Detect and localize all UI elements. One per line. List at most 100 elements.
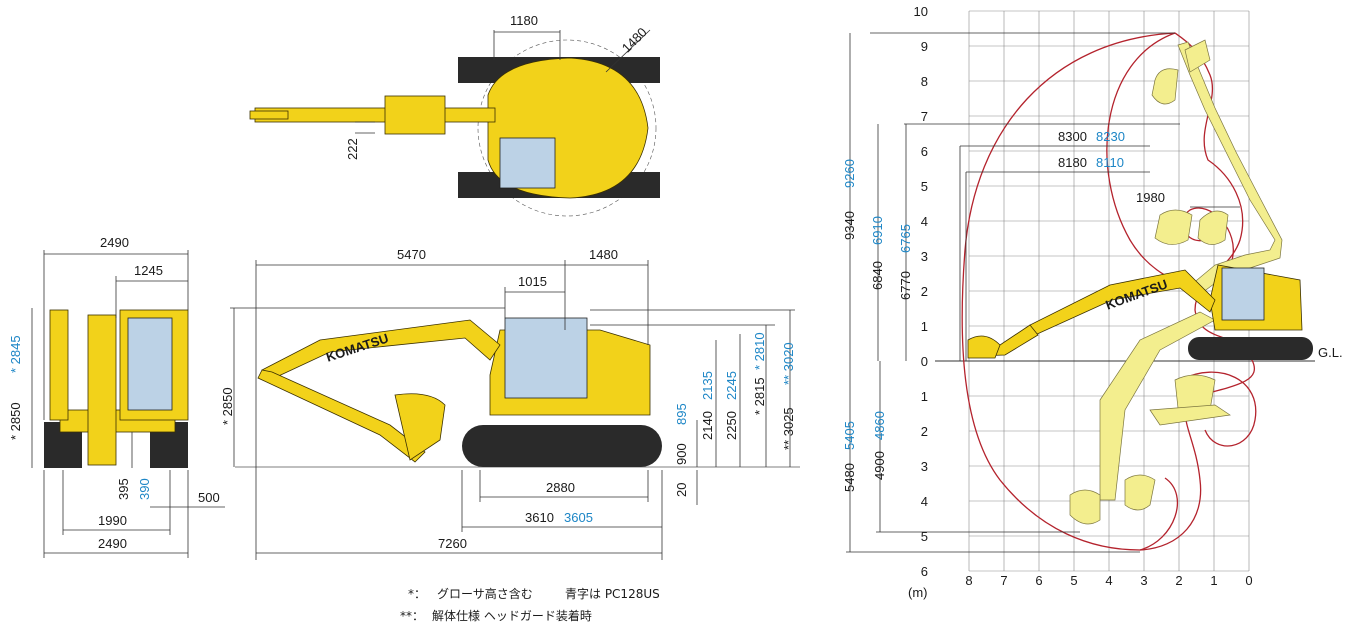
note-1-blue: 青字は PC128US: [565, 586, 660, 601]
front-dim-2850: * 2850: [8, 402, 23, 440]
side-dim-2815: * 2815: [752, 377, 767, 415]
wr-dim-9340: 9340: [842, 211, 857, 240]
note-1-mark: *：: [408, 587, 426, 601]
wr-dim-6910: 6910: [870, 216, 885, 245]
axis-tick-label: 5: [921, 529, 928, 544]
wr-dim-5480: 5480: [842, 463, 857, 492]
side-dim-3020: ** 3020: [781, 342, 796, 385]
note-2-mark: **：: [400, 609, 424, 623]
side-dim-1480: 1480: [589, 247, 618, 262]
axis-tick-label: 10: [914, 4, 928, 19]
working-range-unit: (m): [908, 585, 928, 600]
axis-tick-label: 3: [921, 249, 928, 264]
front-dim-395: 395: [116, 478, 131, 500]
side-bucket: [394, 393, 446, 461]
wr-dim-1980: 1980: [1136, 190, 1165, 205]
top-dim-1180: 1180: [510, 13, 538, 28]
axis-tick-label: 1: [921, 389, 928, 404]
side-dim-5470: 5470: [397, 247, 426, 262]
note-1-text: グローサ高さ含む: [437, 586, 533, 601]
axis-tick-label: 6: [921, 144, 928, 159]
top-boom: [254, 107, 496, 123]
side-dim-2810: * 2810: [752, 332, 767, 370]
axis-tick-label: 4: [921, 214, 928, 229]
front-dim-2845: * 2845: [8, 335, 23, 373]
working-range-ghost-machines: [1069, 39, 1283, 525]
axis-tick-label: 8: [921, 74, 928, 89]
axis-tick-label: 3: [1140, 573, 1147, 588]
wr-dim-4860: 4860: [872, 411, 887, 440]
wr-bucket: [967, 335, 1001, 359]
wr-dim-6840: 6840: [870, 261, 885, 290]
front-cab-glass: [127, 317, 173, 411]
side-dim-1015: 1015: [518, 274, 547, 289]
wr-dim-4900: 4900: [872, 451, 887, 480]
side-view: KOMATSU 5470 1480 1015 * 2850 900 895 21…: [220, 247, 800, 560]
working-range-x-labels: 8 7 6 5 4 3 2 1 0: [965, 573, 1252, 588]
working-range-gl: G.L.: [1318, 345, 1343, 360]
side-cab: [504, 317, 588, 399]
side-dim-3610: 3610: [525, 510, 554, 525]
side-dim-20: 20: [674, 483, 689, 497]
side-dim-3025: ** 3025: [781, 407, 796, 450]
side-dim-2250: 2250: [724, 411, 739, 440]
working-range-inner-arc-3: [1139, 477, 1179, 551]
axis-tick-label: 0: [921, 354, 928, 369]
wr-dim-6770: 6770: [898, 271, 913, 300]
wr-dim-6765: 6765: [898, 224, 913, 253]
axis-tick-label: 1: [1210, 573, 1217, 588]
side-dim-2135: 2135: [700, 371, 715, 400]
notes: *： グローサ高さ含む 青字は PC128US **： 解体仕様 ヘッドガード装…: [400, 586, 660, 623]
front-dim-2490-bottom: 2490: [98, 536, 127, 551]
wr-dim-8110: 8110: [1096, 155, 1124, 170]
top-dim-1480: 1480: [619, 24, 650, 55]
axis-tick-label: 7: [1000, 573, 1007, 588]
side-track: [462, 425, 662, 467]
top-view: 1180 1480 222: [249, 13, 660, 217]
wr-dim-8230: 8230: [1096, 129, 1125, 144]
side-dim-900: 900: [674, 443, 689, 465]
side-dim-2880: 2880: [546, 480, 575, 495]
axis-tick-label: 5: [1070, 573, 1077, 588]
side-dim-2245: 2245: [724, 371, 739, 400]
wr-track: [1188, 337, 1313, 360]
side-arm: [257, 369, 426, 463]
front-dim-390: 390: [137, 478, 152, 500]
axis-tick-label: 3: [921, 459, 928, 474]
front-dim-1245: 1245: [134, 263, 163, 278]
axis-tick-label: 7: [921, 109, 928, 124]
axis-tick-label: 2: [1175, 573, 1182, 588]
axis-tick-label: 4: [921, 494, 928, 509]
working-range-machine: KOMATSU: [967, 264, 1313, 360]
axis-tick-label: 2: [921, 424, 928, 439]
side-dim-2850: * 2850: [220, 387, 235, 425]
side-dim-7260: 7260: [438, 536, 467, 551]
working-range-y-labels-down: 1 2 3 4 5 6: [921, 389, 928, 579]
wr-dim-8180: 8180: [1058, 155, 1087, 170]
top-cab: [499, 137, 556, 189]
axis-tick-label: 4: [1105, 573, 1112, 588]
front-dim-1990: 1990: [98, 513, 127, 528]
axis-tick-label: 0: [1245, 573, 1252, 588]
front-view: 2490 1245 * 2850 * 2845 395 390 500 1990…: [8, 235, 225, 558]
top-dim-222: 222: [345, 138, 360, 160]
side-dim-2140: 2140: [700, 411, 715, 440]
front-boom: [87, 314, 117, 466]
wr-dim-9260: 9260: [842, 159, 857, 188]
axis-tick-label: 6: [1035, 573, 1042, 588]
front-dim-500: 500: [198, 490, 220, 505]
axis-tick-label: 1: [921, 319, 928, 334]
wr-dim-5405: 5405: [842, 421, 857, 450]
axis-tick-label: 9: [921, 39, 928, 54]
axis-tick-label: 8: [965, 573, 972, 588]
wr-dim-8300: 8300: [1058, 129, 1087, 144]
side-dim-895: 895: [674, 403, 689, 425]
wr-cab: [1221, 267, 1265, 321]
note-2-text: 解体仕様 ヘッドガード装着時: [432, 608, 592, 623]
axis-tick-label: 6: [921, 564, 928, 579]
working-range-inner-arc-2: [1179, 371, 1257, 447]
front-dim-2490-top: 2490: [100, 235, 129, 250]
